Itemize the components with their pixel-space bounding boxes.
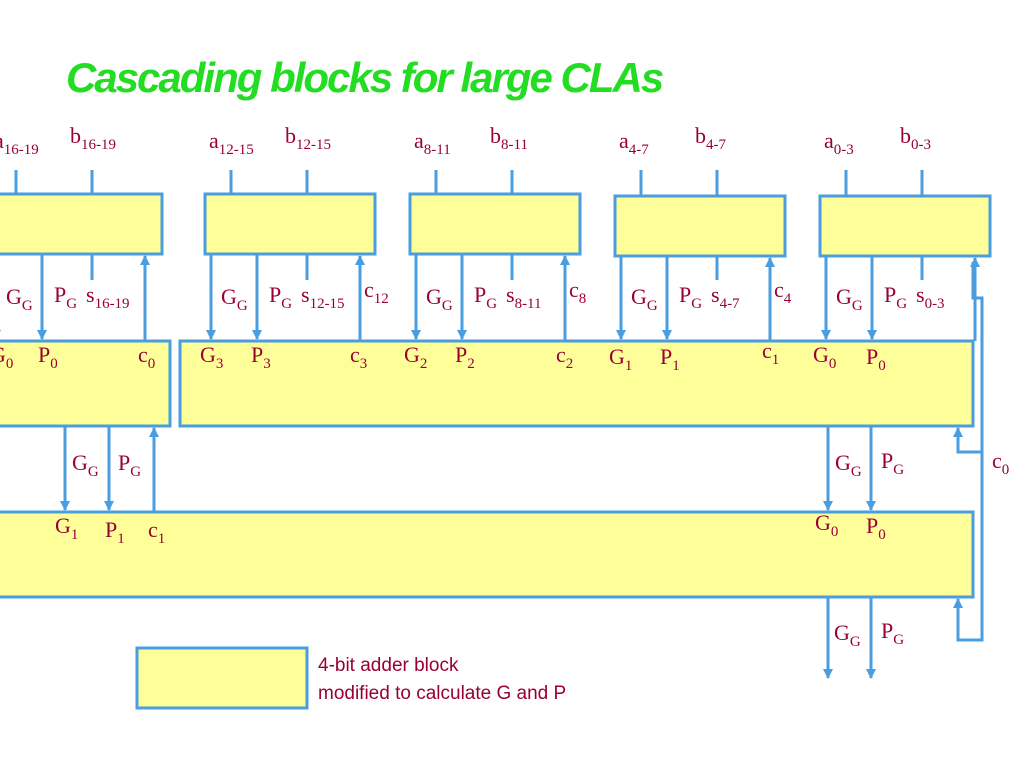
label-l3-1: P1	[105, 517, 125, 547]
label-l3-2: c1	[148, 517, 165, 547]
label-a-0-3: a0-3	[824, 128, 854, 158]
label-l2-right-7: P1	[660, 344, 680, 374]
label-gg-16-19: GG	[6, 284, 33, 314]
label-l2-left-P0: P0	[38, 342, 58, 372]
label-out-gg: GG	[834, 620, 861, 650]
label-cin-8-11: c8	[569, 277, 586, 307]
label-l3-4: P0	[866, 513, 886, 543]
label-a-12-15: a12-15	[209, 128, 254, 158]
label-s-0-3: s0-3	[916, 282, 945, 312]
label-cin-12-15: c12	[364, 277, 389, 307]
label-b-12-15: b12-15	[285, 123, 331, 153]
label-b-16-19: b16-19	[70, 123, 116, 153]
label-l2-right-9: G0	[813, 342, 836, 372]
label-gg-4-7: GG	[631, 284, 658, 314]
adder-block-0-3	[818, 194, 992, 258]
label-gg-12-15: GG	[221, 284, 248, 314]
label-pg-16-19: PG	[54, 282, 77, 312]
label-s-16-19: s16-19	[86, 282, 130, 312]
label-a-8-11: a8-11	[414, 128, 451, 158]
wire-c0-to-l2	[953, 427, 982, 454]
label-cin-4-7: c4	[774, 277, 792, 307]
adder-block-12-15	[203, 192, 377, 256]
adder-block-8-11	[408, 192, 582, 256]
label-gg-0-3: GG	[836, 284, 863, 314]
legend-line-2: modified to calculate G and P	[318, 683, 566, 704]
label-s-4-7: s4-7	[711, 282, 740, 312]
label-l2-right-5: c2	[556, 342, 573, 372]
adder-block-4-7	[613, 194, 787, 258]
label-a-4-7: a4-7	[619, 128, 649, 158]
label-l2-right-1: P3	[251, 342, 271, 372]
label-l2-left-pg: PG	[118, 450, 141, 480]
label-out-pg: PG	[881, 618, 904, 648]
label-s-8-11: s8-11	[506, 282, 542, 312]
label-l2-right-0: G3	[200, 342, 223, 372]
label-l2-left-c0: c0	[138, 342, 155, 372]
label-l2-left-G0: G0	[0, 342, 13, 372]
adder-block-16-19	[0, 192, 164, 256]
label-pg-0-3: PG	[884, 282, 907, 312]
label-gg-8-11: GG	[426, 284, 453, 314]
label-c0-in: c0	[992, 448, 1009, 478]
label-l2-right-2: c3	[350, 342, 367, 372]
label-a-16-19: a16-19	[0, 128, 39, 158]
slide-title: Cascading blocks for large CLAs	[66, 54, 663, 101]
wire-c0-feed	[953, 262, 984, 642]
label-l2-right-3: G2	[404, 342, 427, 372]
label-b-8-11: b8-11	[490, 123, 528, 153]
legend-line-1: 4-bit adder block	[318, 655, 459, 676]
wires	[0, 170, 984, 679]
lookahead-block-level2-left	[0, 339, 172, 428]
label-l2-right-gg: GG	[835, 450, 862, 480]
label-l2-right-pg: PG	[881, 448, 904, 478]
label-b-0-3: b0-3	[900, 123, 931, 153]
label-s-12-15: s12-15	[301, 282, 345, 312]
lookahead-block-level2-right	[178, 339, 975, 428]
label-b-4-7: b4-7	[695, 123, 726, 153]
lookahead-block-level3	[0, 510, 975, 599]
label-pg-4-7: PG	[679, 282, 702, 312]
label-pg-12-15: PG	[269, 282, 292, 312]
label-l2-right-4: P2	[455, 342, 475, 372]
label-l2-right-8: c1	[762, 338, 779, 368]
label-l2-right-10: P0	[866, 344, 886, 374]
label-l3-3: G0	[815, 510, 838, 540]
legend-swatch	[135, 646, 309, 710]
label-pg-8-11: PG	[474, 282, 497, 312]
label-l2-right-6: G1	[609, 344, 632, 374]
label-l3-0: G1	[55, 513, 78, 543]
label-l2-left-gg: GG	[72, 450, 99, 480]
adder-blocks	[0, 192, 992, 258]
